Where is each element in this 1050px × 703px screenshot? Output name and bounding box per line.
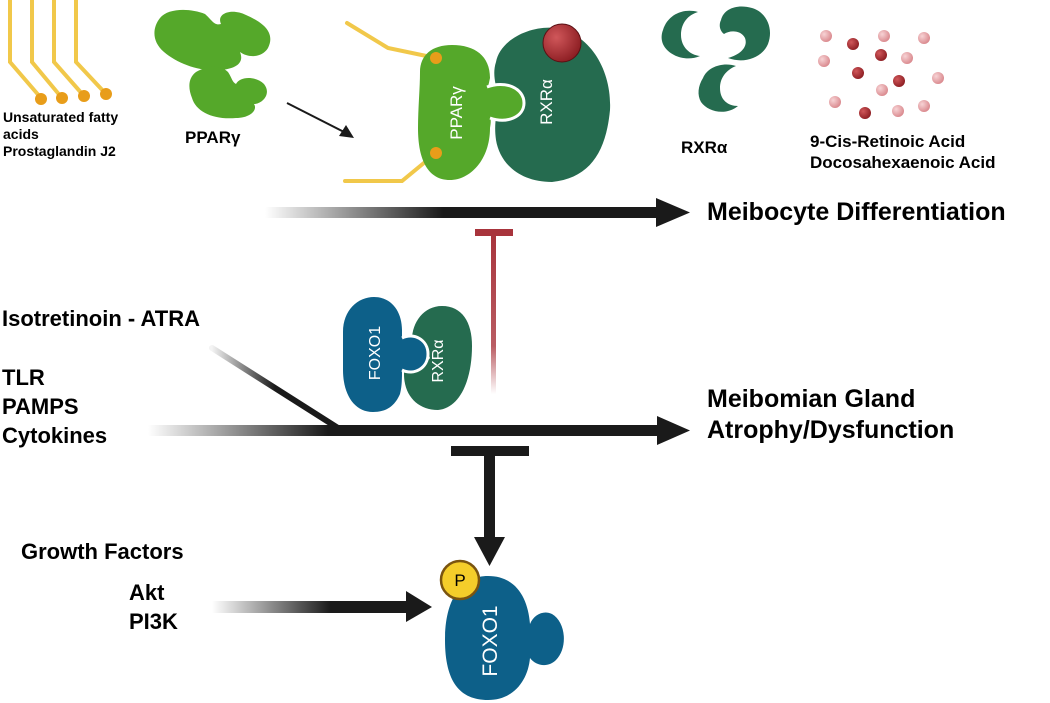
growth-factor-arrow xyxy=(212,591,432,622)
isotretinoin-arrow xyxy=(209,345,341,431)
foxo1-bottom-icon: FOXO1 xyxy=(445,576,564,700)
inflammation-line-1: TLR xyxy=(2,365,45,390)
fatty-acids-line-3: Prostaglandin J2 xyxy=(3,143,116,159)
inflammation-line-3: Cytokines xyxy=(2,423,108,448)
akt-label: Akt xyxy=(129,580,165,605)
kinases-label: Akt PI3K xyxy=(129,578,178,636)
rxr-alpha-label: RXRα xyxy=(681,138,728,157)
atrophy-line-1: Meibomian Gland xyxy=(707,385,916,413)
growth-factors-label: Growth Factors xyxy=(21,539,184,564)
binding-arrow xyxy=(286,102,354,138)
atrophy-arrow xyxy=(148,416,690,445)
inhibition-bar-red xyxy=(475,229,513,394)
fatty-acids-label: Unsaturated fatty acids Prostaglandin J2 xyxy=(3,109,118,160)
differentiation-label: Meibocyte Differentiation xyxy=(707,198,1006,226)
complex-foxo1-label: FOXO1 xyxy=(367,326,384,380)
retinoic-line-1: 9-Cis-Retinoic Acid xyxy=(810,132,966,151)
rxr-alpha-monomers-icon xyxy=(661,6,771,112)
retinoic-line-2: Docosahexaenoic Acid xyxy=(810,153,996,172)
foxo1-rxr-complex-icon: FOXO1 RXRα xyxy=(343,297,472,412)
fatty-acid-ligands-icon xyxy=(8,0,112,105)
differentiation-arrow xyxy=(265,198,690,227)
atrophy-line-2: Atrophy/Dysfunction xyxy=(707,416,955,444)
fatty-acids-line-2: acids xyxy=(3,126,39,142)
ppar-gamma-monomers-icon xyxy=(154,9,271,119)
foxo1-bottom-label: FOXO1 xyxy=(479,605,502,676)
complex-rxr2-label: RXRα xyxy=(430,339,447,382)
pi3k-label: PI3K xyxy=(129,609,178,634)
fatty-acids-line-1: Unsaturated fatty xyxy=(3,109,119,125)
phosphate-label: P xyxy=(454,571,465,590)
complex-rxr-label: RXRα xyxy=(537,79,556,125)
complex-ppar-label: PPARγ xyxy=(447,86,466,140)
retinoic-acid-particles-icon xyxy=(818,30,944,119)
atrophy-label: Meibomian Gland Atrophy/Dysfunction xyxy=(707,384,954,446)
inflammation-line-2: PAMPS xyxy=(2,394,79,419)
phosphate-icon: P xyxy=(439,559,481,601)
inflammation-label: TLR PAMPS Cytokines xyxy=(2,363,107,450)
ppar-rxr-complex-icon: PPARγ RXRα xyxy=(343,21,611,183)
retinoic-acid-label: 9-Cis-Retinoic Acid Docosahexaenoic Acid xyxy=(810,131,996,173)
isotretinoin-label: Isotretinoin - ATRA xyxy=(2,306,200,331)
inhibition-bar-black xyxy=(451,446,529,566)
ppar-gamma-label: PPARγ xyxy=(185,128,241,147)
